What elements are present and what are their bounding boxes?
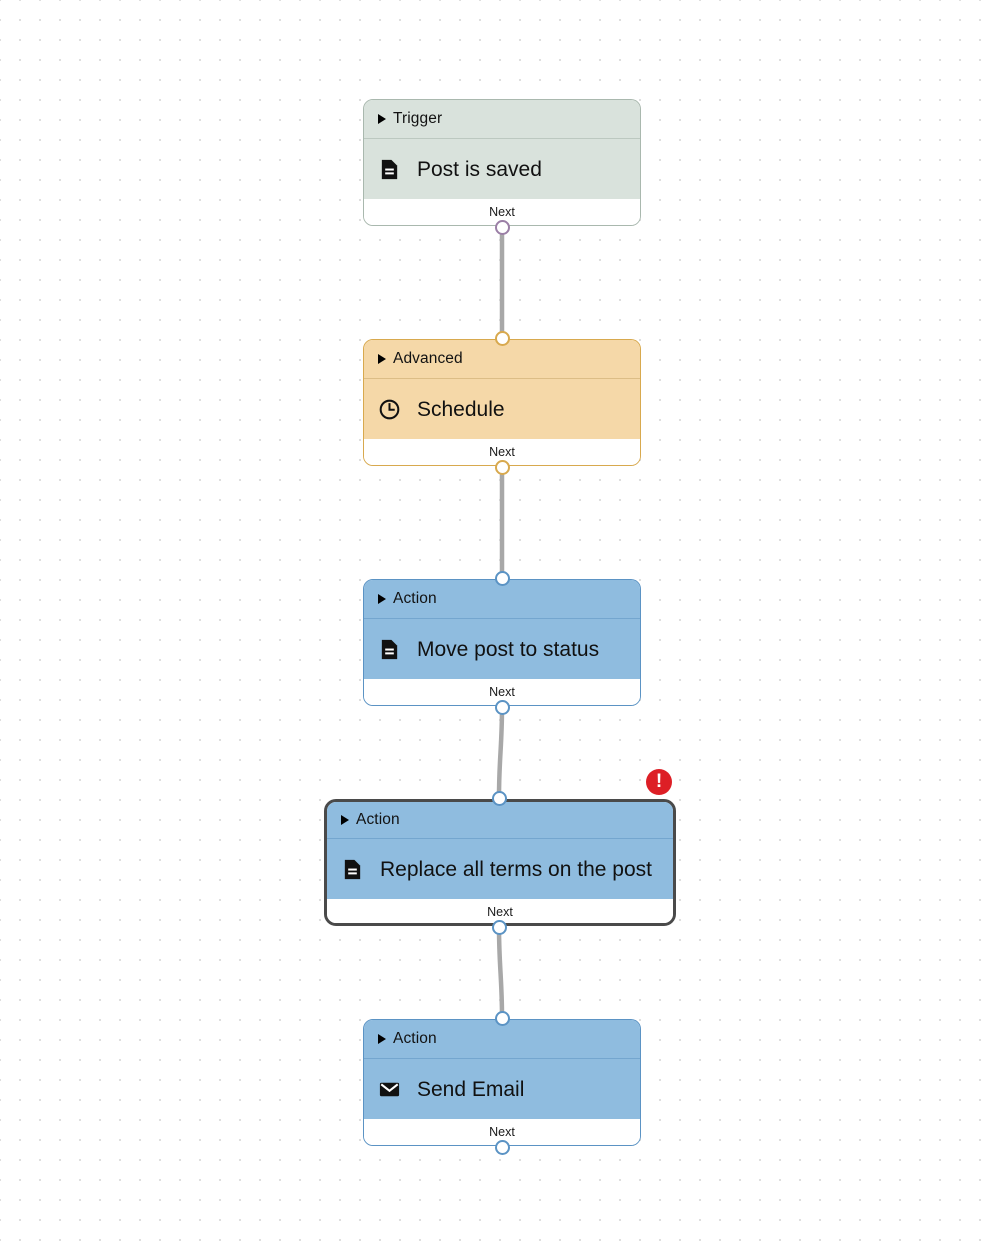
node-next-label: Next <box>489 685 515 700</box>
node-error-badge[interactable]: ! <box>646 769 672 795</box>
workflow-node-action-move-post-to-status[interactable]: Action Move post to status Next <box>363 579 641 706</box>
document-icon <box>381 639 398 659</box>
connector-move-to-replace <box>496 706 505 798</box>
document-icon <box>381 159 398 179</box>
node-header[interactable]: Action <box>327 802 673 839</box>
chevron-right-icon[interactable] <box>378 1034 386 1044</box>
port-action-replace-output[interactable] <box>491 919 507 935</box>
node-header[interactable]: Trigger <box>364 100 640 139</box>
node-footer[interactable]: Next <box>327 899 673 923</box>
chevron-right-icon[interactable] <box>378 114 386 124</box>
node-header[interactable]: Action <box>364 1020 640 1059</box>
port-action-move-input[interactable] <box>494 570 510 586</box>
node-title: Replace all terms on the post <box>380 857 652 881</box>
document-icon <box>344 859 361 879</box>
node-body[interactable]: Replace all terms on the post <box>327 839 673 899</box>
node-header[interactable]: Action <box>364 580 640 619</box>
chevron-right-icon[interactable] <box>378 594 386 604</box>
node-title: Move post to status <box>417 637 600 661</box>
port-advanced-input[interactable] <box>494 330 510 346</box>
port-action-replace-input[interactable] <box>491 790 507 806</box>
port-action-send-email-input[interactable] <box>494 1010 510 1026</box>
workflow-node-trigger-post-is-saved[interactable]: Trigger Post is saved Next <box>363 99 641 226</box>
node-next-label: Next <box>487 905 513 920</box>
node-next-label: Next <box>489 205 515 220</box>
workflow-node-action-replace-all-terms[interactable]: Action Replace all terms on the post Nex… <box>324 799 676 926</box>
node-category-label: Advanced <box>393 350 463 368</box>
workflow-node-action-send-email[interactable]: Action Send Email Next <box>363 1019 641 1146</box>
port-advanced-output[interactable] <box>494 459 510 475</box>
clock-icon <box>379 399 400 419</box>
node-category-label: Action <box>393 590 437 608</box>
port-action-send-email-output[interactable] <box>494 1139 510 1155</box>
node-next-label: Next <box>489 445 515 460</box>
exclamation-icon: ! <box>655 770 663 792</box>
node-category-label: Trigger <box>393 110 443 128</box>
node-next-label: Next <box>489 1125 515 1140</box>
node-body[interactable]: Schedule <box>364 379 640 439</box>
port-action-move-output[interactable] <box>494 699 510 715</box>
node-title: Send Email <box>417 1077 525 1101</box>
workflow-node-advanced-schedule[interactable]: Advanced Schedule Next <box>363 339 641 466</box>
port-trigger-output[interactable] <box>494 219 510 235</box>
node-body[interactable]: Move post to status <box>364 619 640 679</box>
chevron-right-icon[interactable] <box>378 354 386 364</box>
envelope-icon <box>379 1082 400 1096</box>
connector-replace-to-send-email <box>496 926 505 1018</box>
node-category-label: Action <box>393 1030 437 1048</box>
node-header[interactable]: Advanced <box>364 340 640 379</box>
node-title: Post is saved <box>417 157 542 181</box>
chevron-right-icon[interactable] <box>341 815 349 825</box>
node-category-label: Action <box>356 811 400 829</box>
node-body[interactable]: Send Email <box>364 1059 640 1119</box>
node-body[interactable]: Post is saved <box>364 139 640 199</box>
node-title: Schedule <box>417 397 505 421</box>
